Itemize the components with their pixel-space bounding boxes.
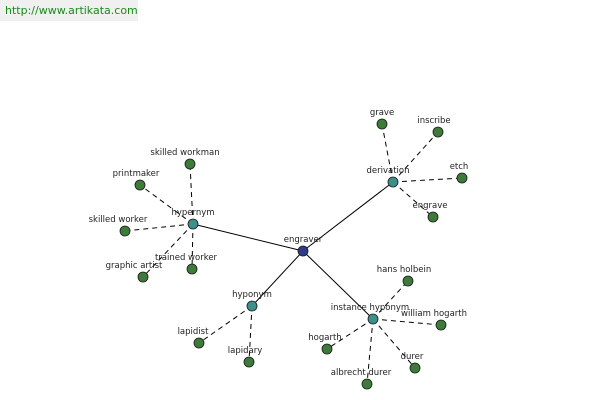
- word-node-trained-worker[interactable]: trained worker: [155, 253, 218, 275]
- word-node-marker[interactable]: [119, 225, 131, 237]
- word-node-label: etch: [450, 162, 469, 172]
- graph-nodes: skilled workman printmaker skilled worker g…: [89, 108, 469, 390]
- edge-instance-hyponym-albrecht-durer: [366, 318, 374, 385]
- edge-hypernym-printmaker: [139, 184, 194, 225]
- word-node-label: graphic artist: [106, 261, 163, 271]
- word-node-marker[interactable]: [376, 118, 388, 130]
- edge-hypernym-skilled-workman: [189, 163, 194, 225]
- word-node-lapidary[interactable]: lapidary: [228, 346, 262, 368]
- word-node-grave[interactable]: grave: [370, 108, 394, 130]
- edge-hyponym-lapidist: [198, 305, 253, 344]
- edge-derivation-inscribe: [392, 131, 439, 183]
- word-node-skilled-worker[interactable]: skilled worker: [89, 215, 148, 237]
- relation-node-label: derivation: [366, 166, 409, 176]
- relation-node-marker[interactable]: [187, 218, 199, 230]
- root-node-engraver[interactable]: engraver: [284, 235, 323, 257]
- relation-node-instance-hyponym[interactable]: instance hyponym: [331, 303, 409, 325]
- word-node-durer[interactable]: durer: [401, 352, 424, 374]
- edge-instance-hyponym-hogarth: [326, 318, 374, 350]
- relation-node-label: hyponym: [232, 290, 272, 300]
- edge-hypernym-graphic-artist: [142, 223, 194, 278]
- edge-derivation-grave: [381, 123, 394, 183]
- word-node-label: lapidist: [178, 327, 210, 337]
- word-node-marker[interactable]: [402, 275, 414, 287]
- relation-node-marker[interactable]: [367, 313, 379, 325]
- word-node-marker[interactable]: [184, 158, 196, 170]
- word-node-label: grave: [370, 108, 394, 118]
- edge-hyponym-lapidary: [248, 305, 253, 363]
- word-node-label: hogarth: [308, 333, 341, 343]
- word-node-label: albrecht durer: [331, 368, 392, 378]
- word-node-marker[interactable]: [456, 172, 468, 184]
- relation-node-marker[interactable]: [387, 176, 399, 188]
- word-node-william-hogarth[interactable]: william hogarth: [401, 309, 467, 331]
- relation-node-derivation[interactable]: derivation: [366, 166, 410, 188]
- word-node-marker[interactable]: [134, 179, 146, 191]
- word-node-graphic-artist[interactable]: graphic artist: [106, 261, 163, 283]
- word-node-label: skilled workman: [150, 148, 219, 158]
- word-node-marker[interactable]: [432, 126, 444, 138]
- word-node-marker[interactable]: [361, 378, 373, 390]
- word-node-label: hans holbein: [377, 265, 431, 275]
- root-node-marker[interactable]: [297, 245, 309, 257]
- graph-edges: [124, 123, 463, 385]
- site-url-banner[interactable]: http://www.artikata.com: [0, 0, 138, 21]
- word-node-label: printmaker: [113, 169, 160, 179]
- word-node-albrecht-durer[interactable]: albrecht durer: [331, 368, 392, 390]
- word-node-printmaker[interactable]: printmaker: [113, 169, 160, 191]
- word-node-label: engrave: [413, 201, 448, 211]
- relation-node-marker[interactable]: [246, 300, 258, 312]
- word-node-engrave[interactable]: engrave: [413, 201, 448, 223]
- relation-node-label: instance hyponym: [331, 303, 409, 313]
- word-node-hogarth[interactable]: hogarth: [308, 333, 342, 355]
- relation-node-hyponym[interactable]: hyponym: [232, 290, 272, 312]
- relation-node-hypernym[interactable]: hypernym: [171, 208, 215, 230]
- edge-derivation-etch: [392, 177, 463, 183]
- word-node-skilled-workman[interactable]: skilled workman: [150, 148, 220, 170]
- word-node-lapidist[interactable]: lapidist: [178, 327, 210, 349]
- edge-hypernym-skilled-worker: [124, 223, 194, 232]
- word-node-label: skilled worker: [89, 215, 148, 225]
- root-node-label: engraver: [284, 235, 323, 245]
- word-node-marker[interactable]: [186, 263, 198, 275]
- word-node-hans-holbein[interactable]: hans holbein: [377, 265, 431, 287]
- word-node-marker[interactable]: [243, 356, 255, 368]
- edge-derivation-engrave: [392, 181, 434, 218]
- word-node-marker[interactable]: [321, 343, 333, 355]
- word-node-label: trained worker: [155, 253, 218, 263]
- edge-engraver-instance-hyponym: [302, 250, 374, 320]
- edge-instance-hyponym-durer: [372, 318, 416, 369]
- word-node-marker[interactable]: [193, 337, 205, 349]
- edge-instance-hyponym-william-hogarth: [372, 318, 442, 326]
- edge-engraver-hypernym: [192, 223, 304, 252]
- word-node-marker[interactable]: [137, 271, 149, 283]
- word-node-label: lapidary: [228, 346, 262, 356]
- edge-engraver-derivation: [302, 181, 394, 252]
- word-node-label: william hogarth: [401, 309, 467, 319]
- word-node-marker[interactable]: [427, 211, 439, 223]
- word-node-etch[interactable]: etch: [450, 162, 469, 184]
- word-node-inscribe[interactable]: inscribe: [417, 116, 451, 138]
- edge-hypernym-trained-worker: [191, 223, 194, 270]
- word-node-marker[interactable]: [435, 319, 447, 331]
- word-node-label: inscribe: [417, 116, 450, 126]
- edge-engraver-hyponym: [251, 250, 304, 307]
- word-node-label: durer: [401, 352, 424, 362]
- relation-node-label: hypernym: [171, 208, 214, 218]
- word-node-marker[interactable]: [409, 362, 421, 374]
